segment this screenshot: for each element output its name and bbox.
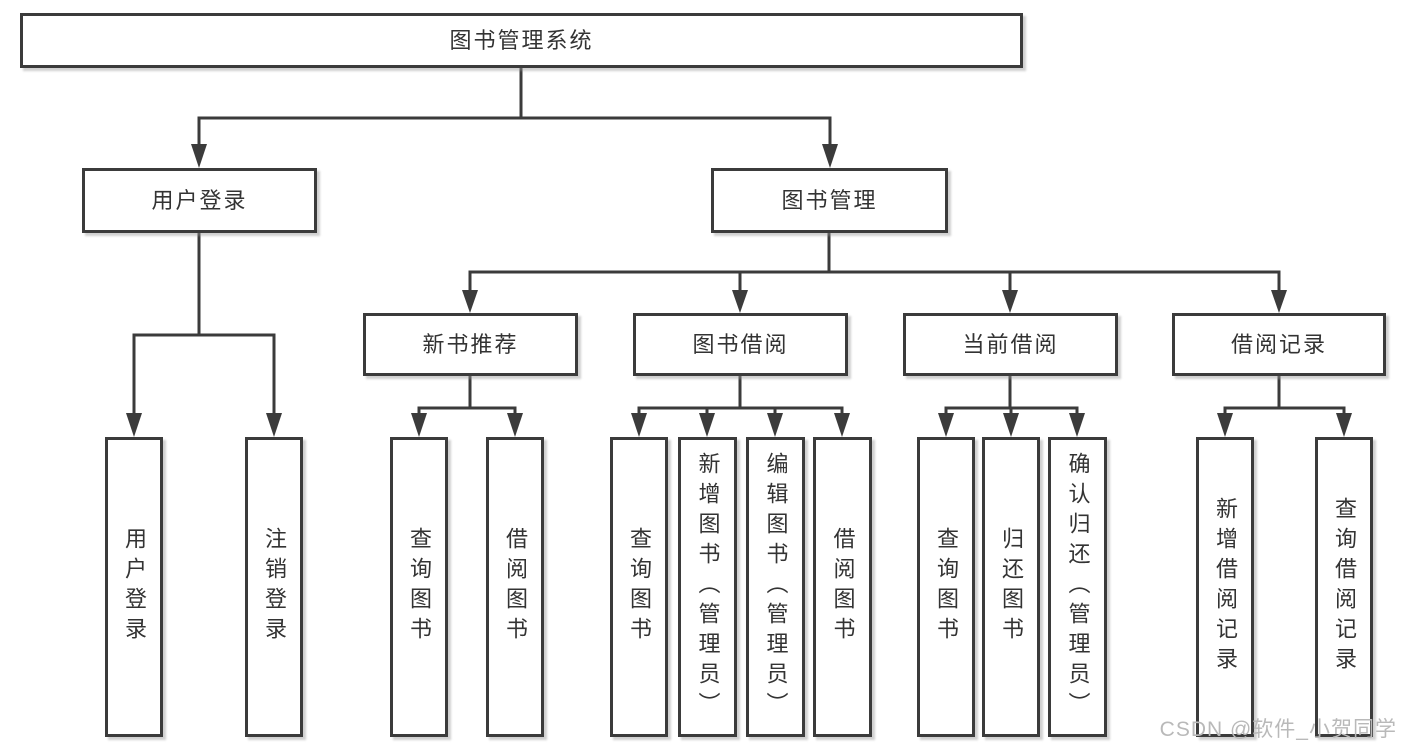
- arrow-head-icon: [507, 413, 523, 437]
- arrow-head-icon: [631, 413, 647, 437]
- node-library-system: 图书管理系统: [20, 13, 1023, 68]
- arrow-head-icon: [191, 144, 207, 168]
- csdn-watermark: CSDN @软件_小贺同学: [1159, 718, 1397, 741]
- arrow-head-icon: [699, 413, 715, 437]
- node-user-login: 用户登录: [82, 168, 317, 233]
- leaf-user-login: 用户登录: [105, 437, 163, 737]
- node-book-borrowing: 图书借阅: [633, 313, 848, 376]
- leaf-logout: 注销登录: [245, 437, 303, 737]
- arrow-head-icon: [411, 413, 427, 437]
- node-label: 查询图书: [407, 527, 432, 647]
- leaf-return-books: 归还图书: [982, 437, 1040, 737]
- arrow-head-icon: [732, 290, 748, 313]
- leaf-query-books: 查询图书: [610, 437, 668, 737]
- arrow-head-icon: [266, 413, 282, 437]
- arrow-head-icon: [1271, 290, 1287, 313]
- leaf-add-borrow-record: 新增借阅记录: [1196, 437, 1254, 737]
- node-label: 用户登录: [122, 527, 147, 647]
- node-current-borrowing: 当前借阅: [903, 313, 1118, 376]
- node-label: 查询借阅记录: [1332, 497, 1357, 677]
- leaf-borrow-books: 借阅图书: [813, 437, 872, 737]
- node-label: 图书管理: [781, 187, 878, 213]
- node-label: 借阅图书: [503, 527, 528, 647]
- arrow-head-icon: [767, 413, 783, 437]
- node-label: 图书管理系统: [449, 27, 594, 53]
- node-new-book-recommend: 新书推荐: [363, 313, 578, 376]
- node-label: 当前借阅: [962, 331, 1059, 357]
- node-book-management: 图书管理: [711, 168, 948, 233]
- leaf-query-borrow-record: 查询借阅记录: [1315, 437, 1373, 737]
- leaf-borrow-books: 借阅图书: [486, 437, 544, 737]
- arrow-head-icon: [126, 413, 142, 437]
- leaf-query-books: 查询图书: [917, 437, 975, 737]
- node-label: 用户登录: [151, 187, 248, 213]
- arrow-head-icon: [1003, 413, 1019, 437]
- arrow-head-icon: [1336, 413, 1352, 437]
- node-label: 确认归还（管理员）: [1065, 452, 1091, 722]
- arrow-head-icon: [834, 413, 850, 437]
- leaf-add-books-admin: 新增图书（管理员）: [678, 437, 737, 737]
- connector-path: [132, 66, 1346, 417]
- node-label: 查询图书: [934, 527, 959, 647]
- node-label: 查询图书: [627, 527, 652, 647]
- arrow-head-icon: [822, 144, 838, 168]
- arrow-head-icon: [1002, 290, 1018, 313]
- node-label: 借阅记录: [1230, 331, 1327, 357]
- arrow-head-icon: [1217, 413, 1233, 437]
- node-label: 新书推荐: [422, 331, 519, 357]
- arrow-heads: [126, 144, 1352, 437]
- leaf-edit-books-admin: 编辑图书（管理员）: [746, 437, 805, 737]
- arrow-head-icon: [938, 413, 954, 437]
- node-label: 借阅图书: [830, 527, 856, 647]
- node-label: 归还图书: [999, 527, 1024, 647]
- arrow-head-icon: [462, 290, 478, 313]
- leaf-confirm-return-admin: 确认归还（管理员）: [1048, 437, 1107, 737]
- arrow-head-icon: [1069, 413, 1085, 437]
- node-borrow-records: 借阅记录: [1172, 313, 1386, 376]
- node-label: 注销登录: [262, 527, 287, 647]
- node-label: 编辑图书（管理员）: [763, 452, 789, 722]
- node-label: 新增图书（管理员）: [695, 452, 721, 722]
- node-label: 图书借阅: [692, 331, 789, 357]
- node-label: 新增借阅记录: [1213, 497, 1238, 677]
- leaf-query-books: 查询图书: [390, 437, 448, 737]
